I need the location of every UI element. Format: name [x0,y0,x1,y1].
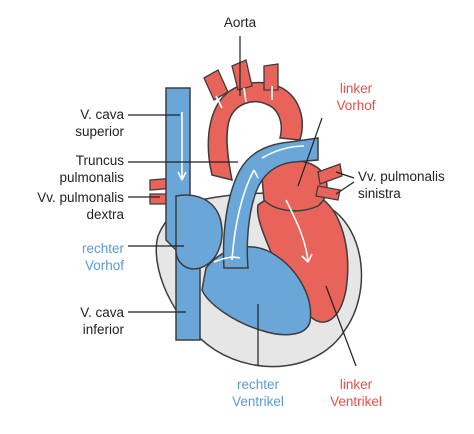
label-rechter-ventrikel-1: rechter [236,377,280,392]
label-linker-ventrikel-2: Ventrikel [330,394,382,409]
label-vv-pulm-dextra-2: dextra [86,207,124,222]
aorta-branch-1 [203,69,229,101]
leader-linker-ventrikel [325,285,357,367]
aorta-branch-3 [263,63,279,91]
label-v-cava-superior-1: V. cava [80,107,124,122]
label-v-cava-inferior-2: inferior [82,322,124,337]
vv-pulmonalis-sinistra-lower [315,185,341,201]
flow-arrows [177,86,313,263]
right-atrium-shape [175,194,223,270]
label-truncus-1: Truncus [75,153,124,168]
label-linker-vorhof-2: Vorhof [336,98,376,113]
label-rechter-vorhof-2: Vorhof [84,258,124,273]
vv-pulmonalis-sinistra-upper [317,163,343,185]
leader-linker-vorhof [297,117,323,187]
label-vv-pulm-sinistra-1: Vv. pulmonalis [358,169,445,184]
label-rechter-ventrikel-2: Ventrikel [232,394,284,409]
label-linker-ventrikel-1: linker [339,377,373,392]
right-ventricle-shape [201,246,312,336]
label-linker-vorhof-1: linker [339,81,373,96]
leader-vv-pulm-sinistra [335,171,355,195]
aorta-branch-2 [231,59,253,91]
label-v-cava-superior-2: superior [75,124,124,139]
label-vv-pulm-sinistra-2: sinistra [358,186,401,201]
label-v-cava-inferior-1: V. cava [80,305,124,320]
label-vv-pulm-dextra-1: Vv. pulmonalis [37,190,124,205]
truncus-pulmonalis-shape [222,137,319,269]
label-truncus-2: pulmonalis [59,170,124,185]
label-aorta: Aorta [223,15,257,30]
label-rechter-vorhof-1: rechter [81,241,124,256]
